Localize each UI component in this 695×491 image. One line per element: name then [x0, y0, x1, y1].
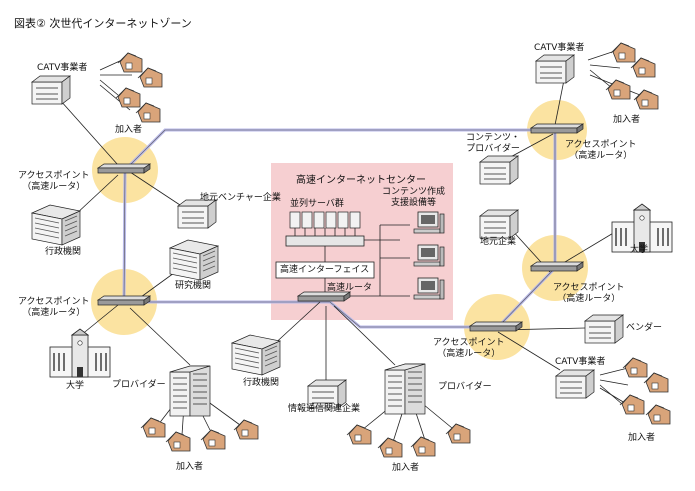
catv-label-tr: CATV事業者	[534, 43, 585, 53]
access-point-label-br: アクセスポイント （高速ルータ）	[433, 338, 505, 359]
interface-label: 高速インターフェイス	[280, 265, 370, 275]
info-comm-label: 情報通信関連企業	[288, 404, 361, 414]
server-group-label: 並列サーバ群	[290, 199, 344, 209]
university-label-right: 大学	[630, 245, 649, 255]
gov-label-center: 行政機関	[243, 378, 280, 388]
catv-label-br: CATV事業者	[555, 357, 606, 367]
content-provider-label: コンテンツ・ プロバイダー	[466, 133, 521, 154]
subscriber-label-tr: 加入者	[613, 115, 641, 125]
research-label: 研究機関	[175, 281, 212, 291]
provider-label-left: プロバイダー	[112, 380, 166, 390]
server-rack	[289, 211, 361, 229]
subscriber-label-tl: 加入者	[115, 125, 143, 135]
vendor-label: ベンダー	[626, 323, 663, 333]
subscriber-label-bl: 加入者	[176, 462, 204, 472]
provider-label-center: プロバイダー	[438, 382, 492, 392]
access-point-label-tr: アクセスポイント （高速ルータ）	[565, 140, 637, 161]
center-title: 高速インターネットセンター	[296, 175, 426, 186]
venture-label: 地元ベンチャー企業	[200, 193, 281, 203]
catv-label-tl: CATV事業者	[37, 63, 88, 73]
subscriber-label-br: 加入者	[628, 433, 656, 443]
access-point-label-tl: アクセスポイント （高速ルータ）	[18, 171, 90, 192]
interface-box	[275, 261, 375, 279]
access-point-label-mr: アクセスポイント （高速ルータ）	[553, 283, 625, 304]
gov-label-left: 行政機関	[45, 247, 82, 257]
tools-label: コンテンツ作成 支援設備等	[382, 187, 446, 208]
local-company-label: 地元企業	[480, 237, 517, 247]
access-point-label-ml: アクセスポイント （高速ルータ）	[18, 297, 90, 318]
subscriber-label-bc: 加入者	[392, 463, 420, 473]
router-label: 高速ルータ	[327, 283, 373, 293]
server-bus	[285, 235, 365, 247]
figure-title: 図表② 次世代インターネットゾーン	[14, 17, 192, 30]
university-label-left: 大学	[66, 381, 85, 391]
